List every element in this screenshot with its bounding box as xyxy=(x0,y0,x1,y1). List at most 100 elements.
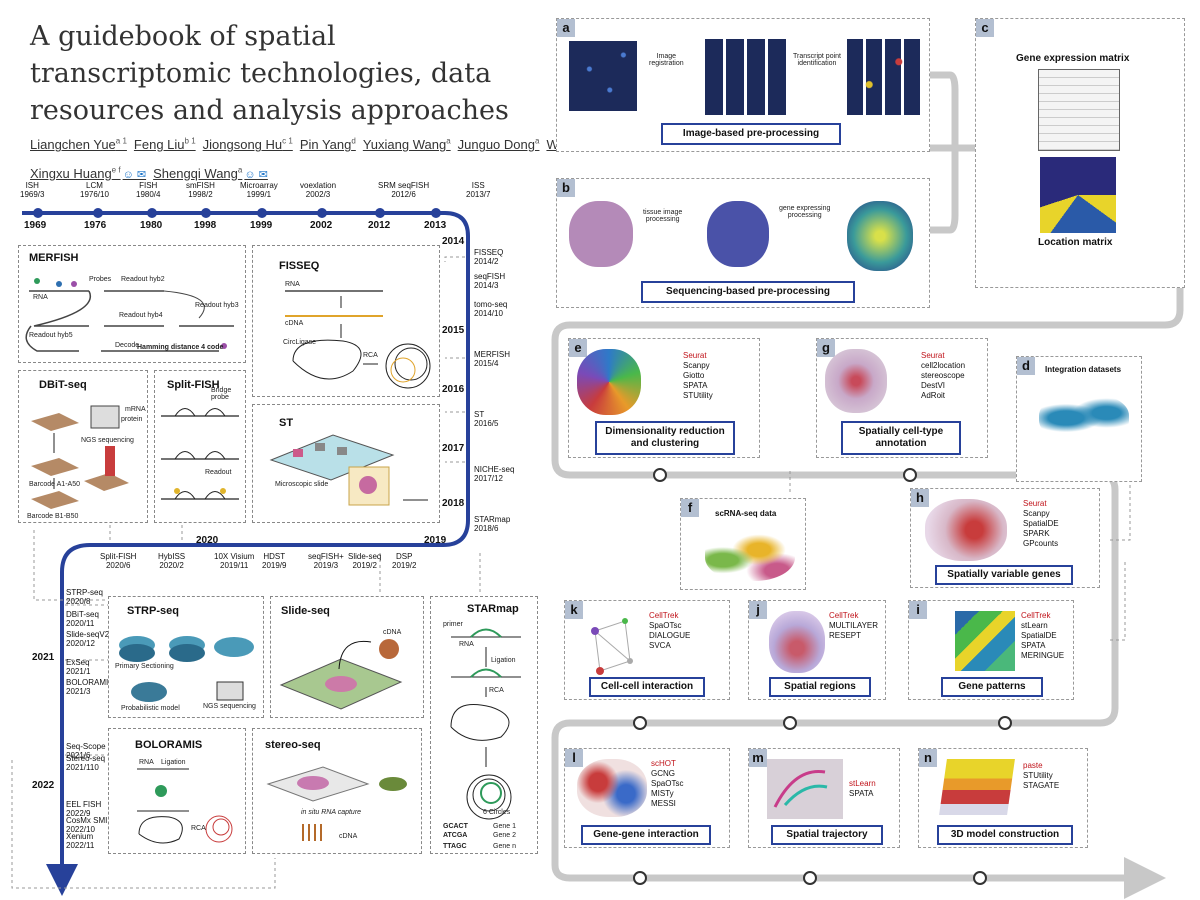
timeline-event: seqFISH+ 2019/3 xyxy=(308,552,344,570)
timeline-event: FISH 1980/4 xyxy=(136,181,161,199)
stereoseq-cdna: cDNA xyxy=(339,833,358,840)
timeline-year: 1998 xyxy=(194,220,217,231)
timeline-event: ExSeq 2021/1 xyxy=(66,658,91,676)
timeline-event: voexlation 2002/3 xyxy=(300,181,337,199)
timeline-event: HDST 2019/9 xyxy=(262,552,287,570)
timeline-year: 2021 xyxy=(32,652,55,663)
gene-gene-image xyxy=(577,759,647,817)
starmap-box: STARmap primer RNA Ligation RCA 6 Circle… xyxy=(430,596,538,854)
fisseq-circligase: CircLigase xyxy=(283,339,317,346)
timeline-year: 2018 xyxy=(442,498,465,509)
timeline-event: BOLORAMIS 2021/3 xyxy=(66,678,114,696)
author-name[interactable]: Shengqi Wanga☺ ✉ xyxy=(153,165,268,181)
author-name[interactable]: Jiongsong Huc 1 xyxy=(202,137,293,153)
stereoseq-box: stereo-seq in situ RNA capture cDNA xyxy=(252,728,422,854)
panel-c: c Gene expression matrix Location matrix xyxy=(975,18,1185,288)
timeline-event: DSP 2019/2 xyxy=(392,552,417,570)
starmap-seqn: TTAGC xyxy=(443,843,467,850)
starmap-rca: RCA xyxy=(489,687,504,694)
timeline-year: 2017 xyxy=(442,443,465,454)
slideseq-cdna: cDNA xyxy=(383,629,402,636)
svg-caption: Spatially variable genes xyxy=(935,565,1073,585)
fisseq-rna: RNA xyxy=(285,281,300,288)
dbit-protein: protein xyxy=(121,416,143,423)
timeline-event: tomo-seq 2014/10 xyxy=(474,300,508,318)
tool-name: MERINGUE xyxy=(1021,651,1065,660)
author-affiliation: c 1 xyxy=(282,137,293,146)
scrna-umap xyxy=(705,529,795,581)
tool-name: scHOT xyxy=(651,759,676,768)
tool-name: SPATA xyxy=(1021,641,1046,650)
person-icon[interactable]: ☺ ✉ xyxy=(244,168,268,181)
tool-name: SPATA xyxy=(849,789,874,798)
dbit-mrna: mRNA xyxy=(125,406,146,413)
image-registration: Image registration xyxy=(649,53,684,67)
slideseq-diagram xyxy=(279,639,403,710)
author-name[interactable]: Junguo Donga xyxy=(457,137,540,153)
starmap-seq1: GCACT xyxy=(443,823,468,830)
merfish-title: MERFISH xyxy=(29,252,79,264)
stereoseq-capture: in situ RNA capture xyxy=(301,809,362,816)
timeline-dot xyxy=(375,208,385,218)
timeline-event: seqFISH 2014/3 xyxy=(474,272,506,290)
fisseq-diagram xyxy=(285,290,431,389)
starmap-primer: primer xyxy=(443,621,463,628)
timeline-dot xyxy=(147,208,157,218)
merfish-decode: Decode xyxy=(115,342,140,349)
timeline-event: LCM 1976/10 xyxy=(80,181,109,199)
timeline-dot xyxy=(201,208,211,218)
tool-name: SPARK xyxy=(1023,529,1050,538)
merfish-rna: RNA xyxy=(33,294,48,301)
author-affiliation: b 1 xyxy=(184,137,196,146)
person-icon[interactable]: ☺ ✉ xyxy=(122,168,147,181)
author-affiliation: a xyxy=(446,137,451,146)
stereoseq-title: stereo-seq xyxy=(265,739,321,751)
image-preprocessing-caption: Image-based pre-processing xyxy=(661,123,841,145)
timeline-year: 2016 xyxy=(442,384,465,395)
author-affiliation: d xyxy=(351,137,356,146)
slideseq-box: Slide-seq cDNA xyxy=(270,596,424,718)
timeline-event: Xenium 2022/11 xyxy=(66,832,95,850)
timeline-event: FISSEQ 2014/2 xyxy=(474,248,504,266)
author-name[interactable]: Pin Yangd xyxy=(299,137,356,153)
strp-primary-sectioning: Primary Sectioning xyxy=(115,663,174,670)
panel-e-label: e xyxy=(569,339,587,357)
author-affiliation: e f xyxy=(111,165,121,175)
celltype-image xyxy=(825,349,887,413)
celltype-caption: Spatially cell-type annotation xyxy=(841,421,961,455)
fisseq-box: FISSEQ RNA cDNA CircLigase RCA xyxy=(252,245,440,397)
author-affiliation: a xyxy=(534,137,540,146)
tool-name: stLearn xyxy=(1021,621,1048,630)
cell-interaction-caption: Cell-cell interaction xyxy=(589,677,705,697)
timeline-event: NICHE-seq 2017/12 xyxy=(474,465,515,483)
timeline-event: ISH 1969/3 xyxy=(20,181,45,199)
tool-name: MULTILAYER xyxy=(829,621,879,630)
author-name[interactable]: Feng Liub 1 xyxy=(133,137,196,153)
author-name[interactable]: Yuxiang Wanga xyxy=(362,137,451,153)
starmap-title: STARmap xyxy=(467,603,519,615)
strp-box: STRP-seq Primary Sectioning Probabilisti… xyxy=(108,596,264,718)
panel-b-label: b xyxy=(557,179,575,197)
dbit-diagram xyxy=(31,405,129,509)
trajectory-image xyxy=(767,759,843,819)
merfish-hyb5: Readout hyb5 xyxy=(29,332,73,339)
fisseq-rca: RCA xyxy=(363,352,378,359)
merfish-hyb3: Readout hyb3 xyxy=(195,302,239,309)
tool-name: AdRoit xyxy=(921,391,946,400)
strp-ngs: NGS sequencing xyxy=(203,703,256,710)
fisseq-cdna: cDNA xyxy=(285,320,304,327)
author-affiliation: a xyxy=(237,165,243,175)
transcript-identification: Transcript point identification xyxy=(793,53,841,67)
author-name[interactable]: Liangchen Yuea 1 xyxy=(30,137,127,153)
location-matrix-title: Location matrix xyxy=(1038,237,1113,248)
panel-d-label: d xyxy=(1017,357,1035,375)
timeline-event: Microarray 1999/1 xyxy=(240,181,278,199)
dbit-barcode-b: Barcode B1-B50 xyxy=(27,513,79,520)
author-name[interactable]: Xingxu Huange f☺ ✉ xyxy=(30,165,147,181)
